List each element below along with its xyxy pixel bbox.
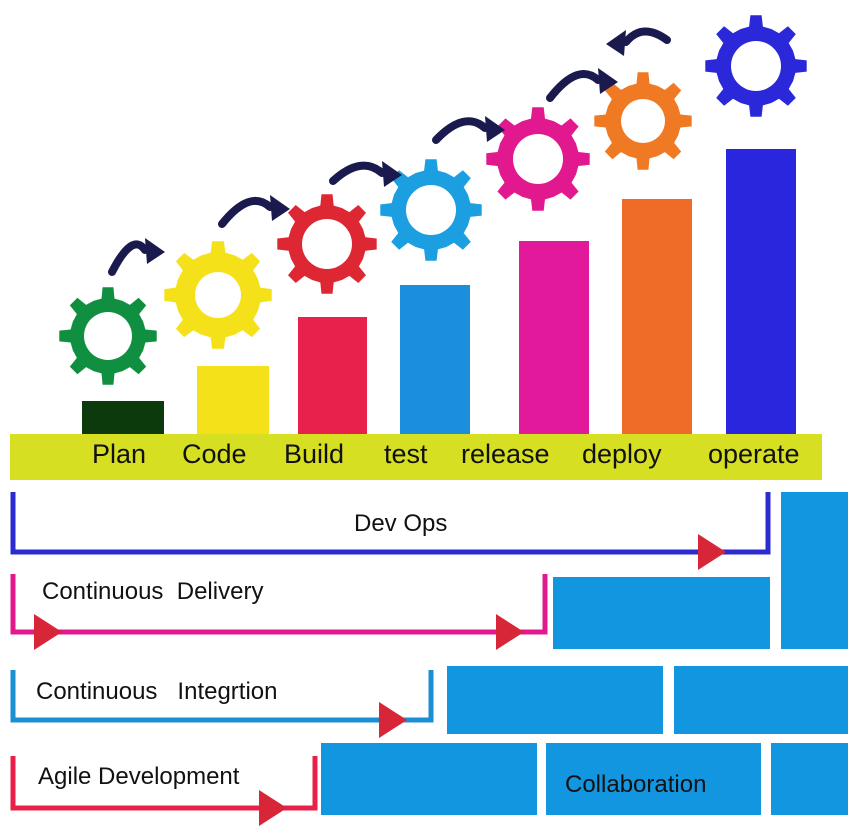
red-arrow-marker — [496, 614, 524, 650]
bracket-continuous-delivery — [10, 574, 548, 650]
stage-gears — [59, 15, 807, 385]
red-arrow-marker — [698, 534, 726, 570]
gear-icon-release — [486, 107, 590, 211]
stage-label-deploy: deploy — [582, 439, 662, 469]
stage-bar-plan — [82, 401, 164, 435]
continuous-integration-label: Continuous Integrtion — [36, 678, 278, 705]
brick — [674, 666, 848, 734]
gear-icon-test — [380, 159, 482, 261]
curved-arrow-icon — [432, 116, 505, 144]
curved-arrow-icon — [218, 195, 290, 228]
curved-arrow-icon — [606, 27, 671, 56]
continuous-delivery-label: Continuous Delivery — [42, 578, 264, 605]
stage-bars — [82, 149, 796, 435]
brick — [553, 577, 770, 649]
collaboration-label: Collaboration — [565, 771, 707, 798]
devops-label: Dev Ops — [354, 510, 448, 537]
progress-arrows — [108, 27, 671, 276]
methodology-brackets — [10, 492, 771, 826]
gear-icon-operate — [705, 15, 807, 117]
curved-arrow-icon — [108, 238, 165, 276]
stage-bar-code — [197, 366, 269, 434]
red-arrow-marker — [379, 702, 407, 738]
brick — [321, 743, 537, 815]
agile-development-label: Agile Development — [38, 763, 240, 790]
stage-band — [10, 434, 822, 480]
stage-label-code: Code — [182, 439, 247, 469]
curved-arrow-icon — [546, 68, 618, 102]
stage-label-plan: Plan — [92, 439, 147, 469]
red-arrow-marker — [259, 790, 287, 826]
stage-bar-release — [519, 241, 589, 434]
gear-icon-code — [164, 241, 272, 349]
stage-bar-test — [400, 285, 470, 434]
brick — [447, 666, 663, 734]
stage-label-release: release — [461, 439, 550, 469]
stage-label-test: test — [384, 439, 428, 469]
brick — [546, 743, 761, 815]
gear-icon-plan — [59, 287, 157, 385]
stage-label-build: Build — [284, 439, 345, 469]
gear-icon-build — [277, 194, 377, 294]
brick — [771, 743, 848, 815]
stage-label-operate: operate — [708, 439, 800, 469]
bracket-continuous-integrtion — [10, 670, 434, 738]
collaboration-bricks — [321, 492, 848, 815]
bracket-agile-development — [10, 756, 318, 826]
red-arrow-marker — [34, 614, 62, 650]
stage-bar-deploy — [622, 199, 692, 434]
stage-bar-build — [298, 317, 367, 434]
stage-bar-operate — [726, 149, 796, 434]
brick — [781, 492, 848, 649]
curved-arrow-icon — [329, 161, 402, 187]
bracket-dev-ops — [10, 492, 771, 570]
gear-icon-deploy — [594, 72, 692, 170]
